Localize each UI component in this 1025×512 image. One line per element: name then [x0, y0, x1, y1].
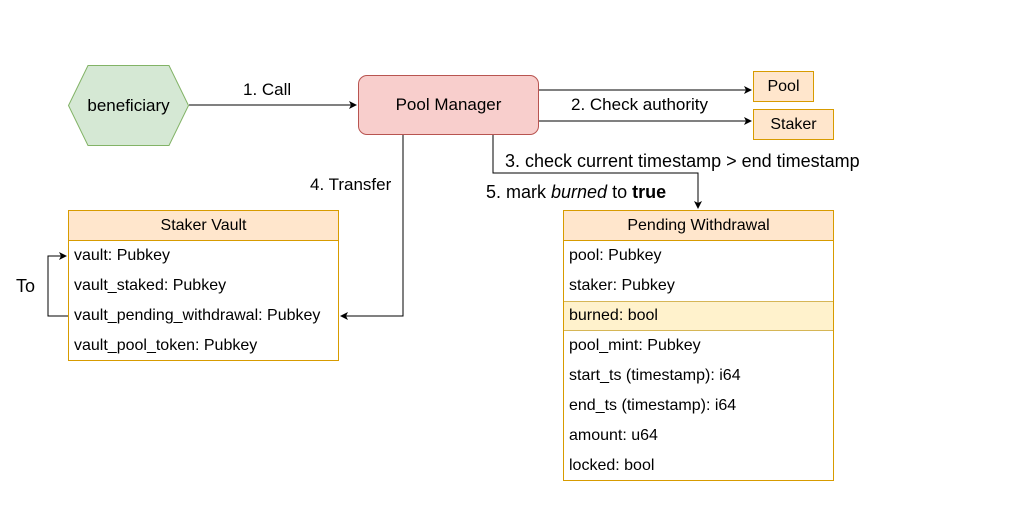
pending-field: pool_mint: Pubkey: [569, 337, 701, 354]
edge-label-check-authority: 2. Check authority: [571, 95, 709, 114]
staker-label: Staker: [770, 115, 817, 133]
mark-bold: true: [632, 182, 667, 202]
mark-middle: to: [607, 182, 633, 202]
pending-field: staker: Pubkey: [569, 277, 675, 294]
pending-field: end_ts (timestamp): i64: [569, 397, 737, 414]
beneficiary-label: beneficiary: [87, 95, 170, 115]
edge-to-loop: [47, 252, 68, 317]
edge-label-to: To: [16, 276, 36, 296]
mark-prefix: 5. mark: [486, 182, 552, 202]
pending-field: start_ts (timestamp): i64: [569, 367, 741, 384]
pending-withdrawal-table: Pending Withdrawal pool: Pubkey staker: …: [563, 210, 834, 481]
edge-label-call: 1. Call: [243, 80, 292, 99]
vault-field: vault_staked: Pubkey: [74, 277, 227, 294]
vault-field: vault: Pubkey: [74, 247, 171, 264]
pool-manager-node: Pool Manager: [358, 75, 539, 135]
staker-node: Staker: [753, 109, 834, 140]
beneficiary-hexagon: [68, 65, 189, 146]
pending-field: locked: bool: [569, 457, 655, 474]
vault-field: vault_pool_token: Pubkey: [74, 337, 258, 354]
edge-label-mark-burned: 5. mark burned to true: [486, 182, 666, 202]
vault-field: vault_pending_withdrawal: Pubkey: [74, 307, 321, 324]
pending-field-highlighted: burned: bool: [564, 301, 833, 331]
pool-manager-label: Pool Manager: [395, 95, 502, 114]
staker-vault-title: Staker Vault: [69, 211, 338, 241]
edge-label-check-timestamp: 3. check current timestamp > end timesta…: [505, 151, 860, 171]
edge-mark-burned: [492, 135, 702, 209]
pending-withdrawal-title: Pending Withdrawal: [564, 211, 833, 241]
mark-italic: burned: [551, 182, 608, 202]
pending-field: amount: u64: [569, 427, 658, 444]
pool-label: Pool: [767, 77, 800, 95]
pool-node: Pool: [753, 71, 814, 102]
edge-label-transfer: 4. Transfer: [310, 175, 392, 194]
edge-transfer: [340, 135, 404, 320]
pending-field: pool: Pubkey: [569, 247, 662, 264]
staker-vault-table: Staker Vault vault: Pubkey vault_staked:…: [68, 210, 339, 361]
